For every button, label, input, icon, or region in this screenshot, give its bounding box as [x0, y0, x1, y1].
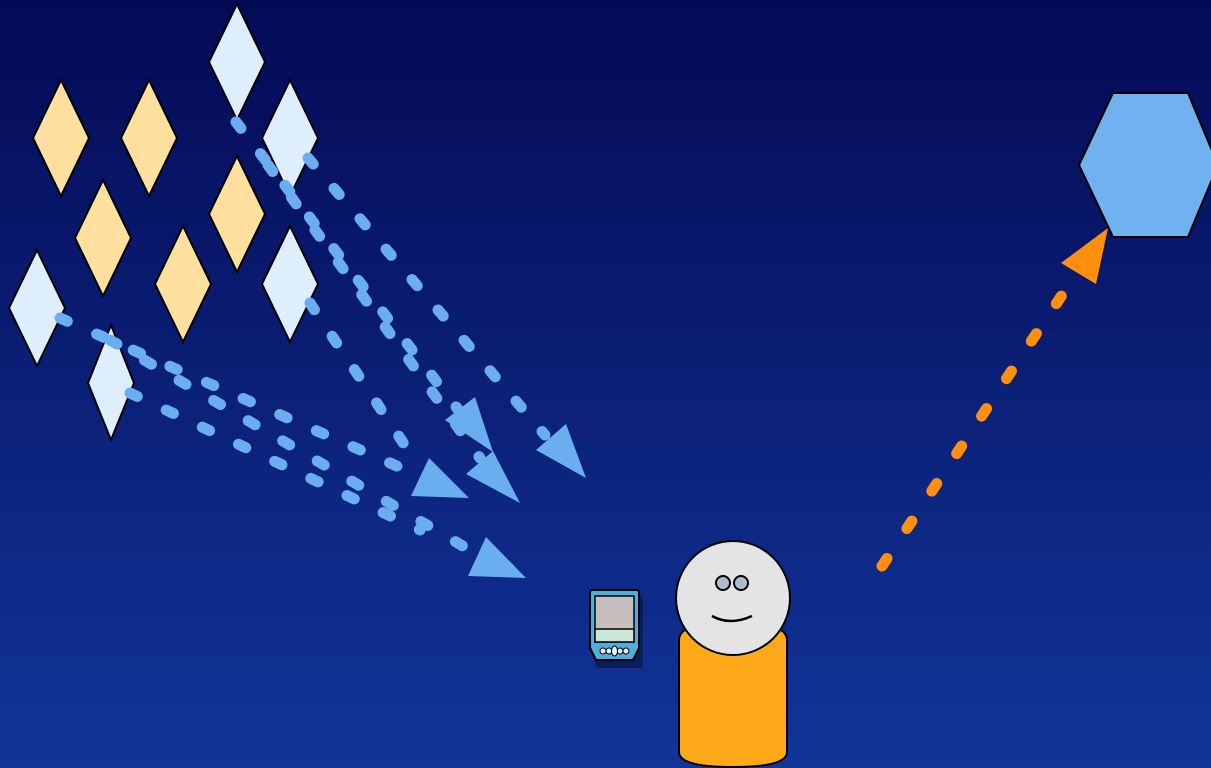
person-eye-right [734, 576, 748, 590]
pda-graffiti-area [595, 629, 634, 642]
pda-icon [590, 590, 643, 668]
user-figure [676, 541, 790, 767]
person-head [676, 541, 790, 655]
person-eye-left [716, 576, 730, 590]
